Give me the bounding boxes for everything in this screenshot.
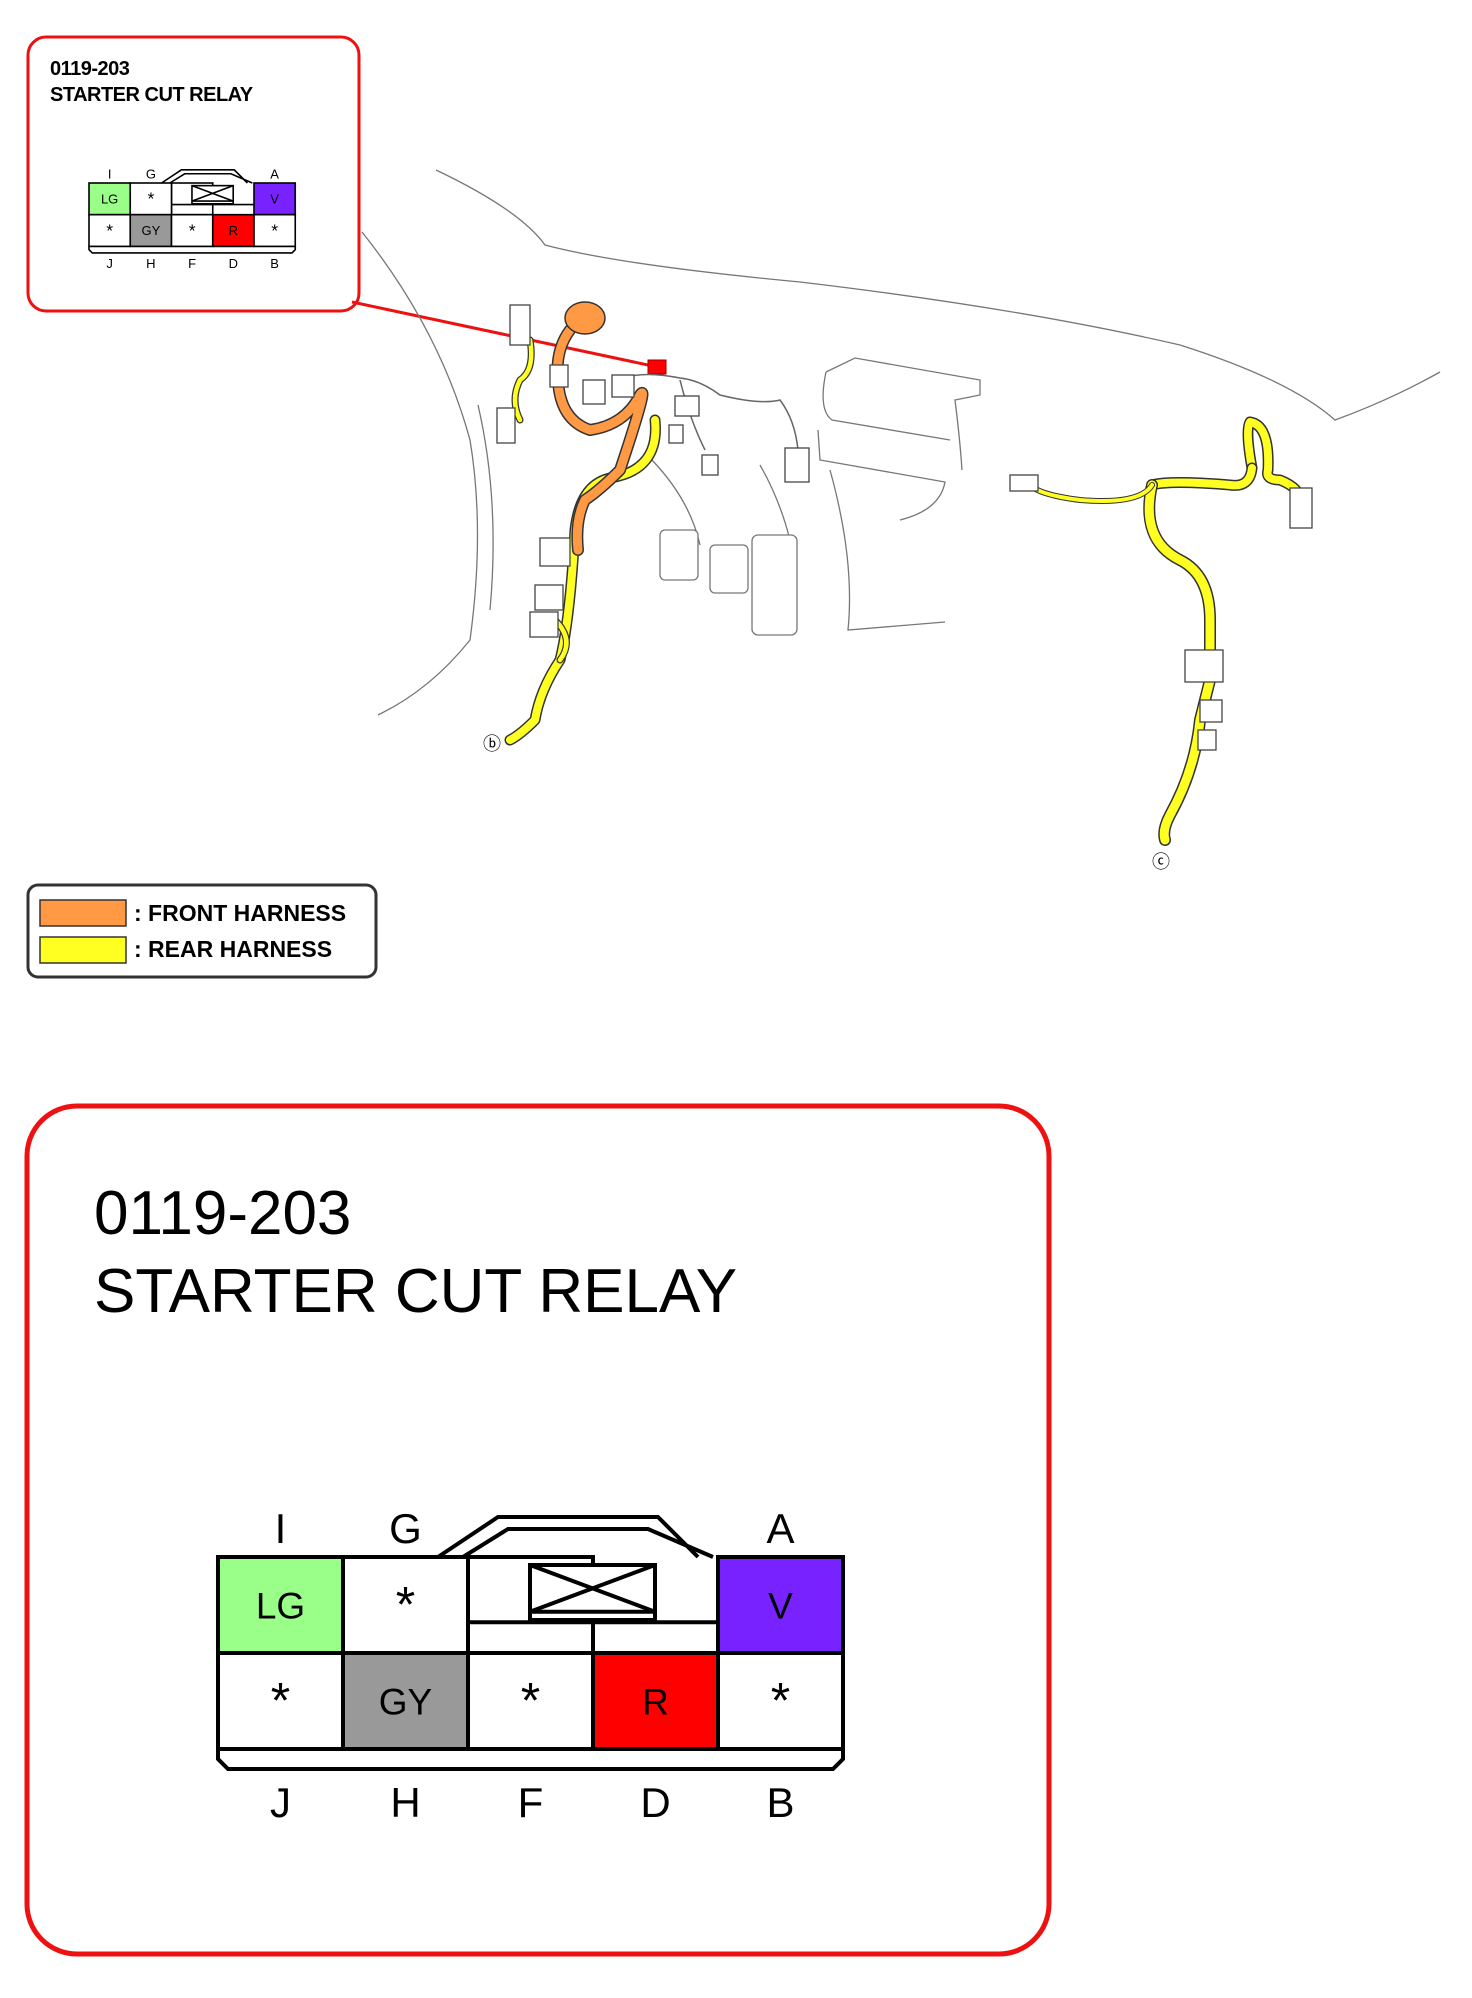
pin-cavity-h — [129, 213, 173, 248]
small-connector-code: 0119-203 — [50, 58, 130, 80]
legend-label-front: : FRONT HARNESS — [134, 900, 347, 926]
pin-cavity-f — [170, 213, 214, 248]
pin-wire-color-i: LG — [101, 192, 118, 207]
lock-window-cross-b — [191, 184, 234, 202]
pin-wire-color-j: * — [271, 1673, 290, 1729]
pin-label-j: J — [270, 1779, 291, 1826]
callout-leader-line — [351, 300, 663, 370]
pin-label-f: F — [518, 1779, 544, 1826]
left-connectors — [496, 304, 810, 638]
thin-wire-branch — [619, 373, 799, 451]
pin-wire-color-g: * — [147, 189, 154, 209]
pin-label-h: H — [146, 256, 155, 271]
pin-label-f: F — [188, 256, 196, 271]
pin-cavity-h — [341, 1651, 470, 1751]
pin-wire-color-g: * — [396, 1577, 415, 1633]
callout-b: ⓑ — [483, 734, 501, 755]
small-connector-face: LG I * G VA * J GY H * F R D * B — [88, 166, 297, 271]
legend-swatch-front — [39, 899, 127, 927]
pin-wire-color-h: GY — [379, 1681, 432, 1722]
front-harness — [551, 324, 649, 556]
pin-cavity-d — [211, 213, 255, 248]
pin-wire-color-h: GY — [141, 223, 160, 238]
pin-label-d: D — [640, 1779, 670, 1826]
pin-label-d: D — [229, 256, 238, 271]
pin-cavity-b — [253, 213, 297, 248]
pin-cavity-g — [341, 1555, 470, 1655]
pin-cavity-b — [716, 1651, 845, 1751]
connector-latch-inner — [461, 1527, 714, 1559]
pin-label-i: I — [275, 1505, 287, 1552]
pin-label-g: G — [389, 1505, 422, 1552]
small-connector-name: STARTER CUT RELAY — [50, 84, 253, 106]
pin-label-g: G — [146, 166, 156, 181]
pin-wire-color-b: * — [271, 220, 278, 240]
pin-label-h: H — [390, 1779, 420, 1826]
connector-latch-inner — [169, 172, 253, 184]
pin-wire-color-a: V — [768, 1585, 793, 1626]
pin-wire-color-i: LG — [256, 1585, 305, 1626]
pin-cavity-a — [253, 182, 297, 216]
pin-label-b: B — [766, 1779, 794, 1826]
pin-label-j: J — [106, 256, 113, 271]
pin-wire-color-d: R — [229, 223, 238, 238]
large-connector-name: STARTER CUT RELAY — [94, 1257, 738, 1326]
pin-wire-color-a: V — [270, 192, 279, 207]
pin-cavity-g — [129, 182, 173, 216]
dashboard-outline — [361, 169, 1441, 716]
large-connector-code: 0119-203 — [94, 1179, 352, 1248]
pin-cavity-j — [88, 213, 132, 248]
pin-wire-color-f: * — [189, 220, 196, 240]
relay-location-marker — [647, 359, 667, 375]
rear-harness-right — [1027, 416, 1306, 846]
callout-c: ⓒ — [1152, 852, 1170, 873]
connector-base — [88, 245, 297, 254]
large-connector-face: LG I * G VA * J GY H * F R D * B — [216, 1505, 845, 1826]
lock-window-cross-b — [529, 1563, 656, 1614]
pin-cavity-j — [216, 1651, 345, 1751]
pin-cavity-d — [591, 1651, 720, 1751]
pin-wire-color-j: * — [106, 220, 113, 240]
pin-wire-color-b: * — [771, 1673, 790, 1729]
grommet — [564, 301, 606, 335]
pin-label-a: A — [766, 1505, 794, 1552]
pin-label-b: B — [270, 256, 279, 271]
pin-cavity-i — [88, 182, 132, 216]
legend-label-rear: : REAR HARNESS — [134, 936, 333, 962]
pin-wire-color-d: R — [642, 1681, 669, 1722]
right-connectors — [1009, 474, 1313, 751]
legend-swatch-rear — [39, 936, 127, 964]
pin-label-a: A — [270, 166, 279, 181]
connector-base — [216, 1747, 845, 1771]
pin-wire-color-f: * — [521, 1673, 540, 1729]
pedals — [659, 529, 798, 636]
pin-label-i: I — [108, 166, 112, 181]
